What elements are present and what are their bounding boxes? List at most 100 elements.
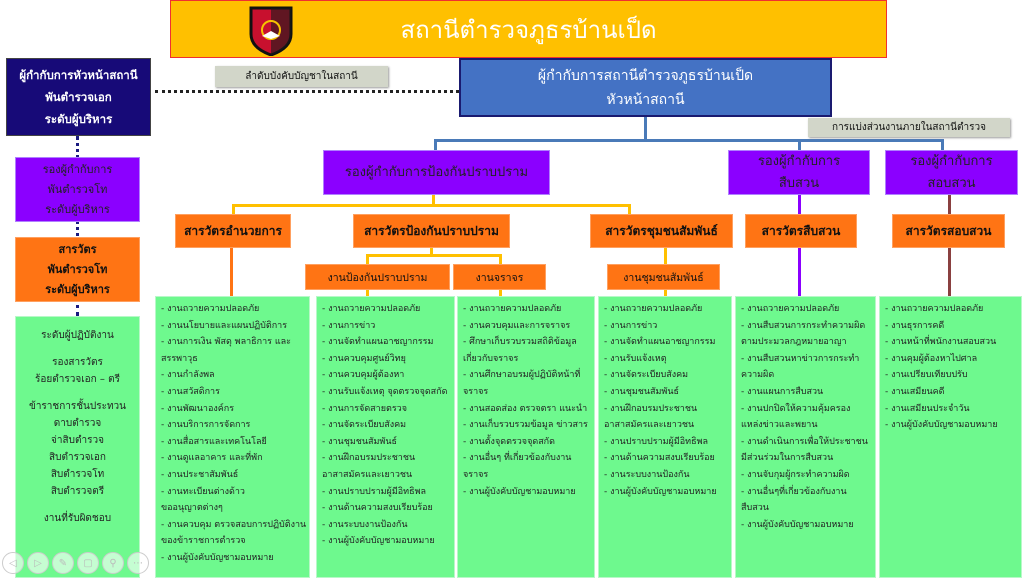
duty-item: - งานดำเนินการเพื่อให้ประชาชน [741, 436, 868, 447]
duty-item: - งานผู้บังคับบัญชามอบหมาย [885, 420, 998, 431]
chief-role: หัวหน้าสถานี [606, 91, 685, 108]
duty-item: - งานรับแจ้งเหตุ จุดตรวจจุดสกัด [322, 386, 448, 397]
unit-traffic-box: งานจราจร [453, 264, 546, 290]
duty-list-prevention: - งานถวายความปลอดภัย- งานการข่าว- งานจัด… [316, 296, 455, 578]
duty-item: - งานธุรการคดี [885, 320, 945, 331]
duty-item: - งานถวายความปลอดภัย [604, 304, 703, 314]
duty-item: - งานประชาสัมพันธ์ [161, 469, 239, 480]
duty-item: - งานหน้าที่พนักงานสอบสวน [885, 337, 997, 348]
duty-item: - งานสืบสวนการกระทำความผิด [741, 320, 866, 331]
legend-text: สิบตำรวจตรี [50, 486, 105, 497]
unit-title: งานชุมชนสัมพันธ์ [623, 271, 704, 284]
duty-item: มีส่วนร่วมในการสืบสวน [741, 453, 834, 464]
duty-item: - งานเก็บรวบรวมข้อมูล ข่าวสาร [463, 420, 588, 431]
inspector-title: สารวัตรชุมชนสัมพันธ์ [605, 223, 718, 238]
deputy-title: รองผู้กำกับการป้องกันปราบปราม [344, 164, 529, 180]
duty-item: - งานฝึกอบรมประชาชน [322, 453, 416, 464]
inspector-title: สารวัตรอำนวยการ [184, 223, 282, 238]
zoom-button[interactable]: ⚲ [102, 552, 124, 574]
legend-text [21, 344, 134, 354]
legend-text: ข้าราชการชั้นประทวน [28, 401, 127, 412]
duty-item: - งานอื่นๆ ที่เกี่ยวข้องกับงาน [463, 453, 572, 464]
legend-text: จ่าสิบตำรวจ [51, 435, 104, 446]
unit-prevention-box: งานป้องกันปราบปราม [305, 264, 450, 290]
duty-list-investigation: - งานถวายความปลอดภัย - งานสืบสวนการกระทำค… [735, 296, 876, 578]
duty-item: - งานชุมชนสัมพันธ์ [322, 436, 398, 447]
connector [232, 204, 630, 207]
duty-item: - งานการเงิน พัสดุ พลาธิการ และ [161, 337, 292, 348]
inspector-title: สารวัตรสืบสวน [761, 223, 841, 238]
legend-text: สิบตำรวจโท [50, 469, 105, 480]
duty-item: - งานระบบงานป้องกัน [322, 519, 408, 530]
legend-dotted-line [76, 136, 79, 316]
duty-item: - งานสอดส่อง ตรวจตรา แนะนำ [463, 403, 588, 414]
duty-item: - งานรับแจ้งเหตุ [604, 353, 667, 364]
duty-item: - งานถวายความปลอดภัย [322, 304, 421, 314]
connector [628, 204, 631, 214]
legend-text: ร้อยตำรวจเอก – ตรี [35, 374, 120, 385]
previous-slide-button[interactable]: ◁ [2, 552, 24, 574]
more-options-button[interactable]: ⋯ [127, 552, 149, 574]
legend-deputy: รองผู้กำกับการ พันตำรวจโท ระดับผู้บริหาร [15, 157, 140, 222]
duty-item: - งานปราบปรามผู้มีอิทธิพล [322, 486, 427, 497]
duty-list-community: - งานถวายความปลอดภัย- งานการข่าว- งานจัด… [598, 296, 732, 578]
duty-item: - งานพัฒนาองค์กร [161, 403, 235, 414]
duty-item: - งานควบคุมและการจราจร [463, 320, 571, 331]
deputy-inquiry-box: รองผู้กำกับการสอบสวน [885, 150, 1018, 195]
duty-item: - งานกำลังพล [161, 370, 215, 381]
duty-item: - งานจัดระเบียบสังคม [322, 420, 407, 431]
duty-item: - งานถวายความปลอดภัย [161, 304, 260, 314]
connector [232, 204, 235, 214]
duty-item: - งานสื่อสารและเทคโนโลยี [161, 436, 267, 447]
duty-item: - งานแผนการสืบสวน [741, 386, 824, 397]
pen-tool-button[interactable]: ✎ [52, 552, 74, 574]
duty-list-inquiry: - งานถวายความปลอดภัย - งานธุรการคดี - งานห… [879, 296, 1022, 578]
duty-item: - งานปกปิดให้ความคุ้มครอง [741, 403, 851, 414]
connector [230, 248, 233, 296]
connector [366, 254, 369, 264]
duty-item: - งานผู้บังคับบัญชามอบหมาย [604, 486, 717, 497]
division-label: การแบ่งส่วนงานภายในสถานีตำรวจ [808, 118, 1010, 137]
inspector-prevention-box: สารวัตรป้องกันปราบปราม [353, 214, 510, 248]
legend-text: ระดับผู้บริหาร [45, 202, 110, 216]
duty-item: - งานทะเบียนต่างด้าว [161, 486, 245, 497]
deputy-investigation-box: รองผู้กำกับการสืบสวน [728, 150, 870, 195]
deputy-prevention-box: รองผู้กำกับการป้องกันปราบปราม [323, 150, 550, 195]
legend-text: ระดับผู้ปฏิบัติงาน [41, 330, 114, 341]
deputy-title: สอบสวน [927, 175, 976, 191]
station-chief-box: ผู้กำกับการสถานีตำรวจภูธรบ้านเป็ด หัวหน้… [459, 58, 832, 117]
duty-item: - งานบริการการจัดการ [161, 420, 251, 431]
duty-item: - งานด้านความสงบเรียบร้อย [322, 503, 433, 514]
duty-list-admin: - งานถวายความปลอดภัย- งานนโยบายและแผนปฏิ… [155, 296, 310, 578]
legend-text: ระดับผู้บริหาร [44, 112, 113, 126]
duty-item: - ศึกษาเก็บรวบรวมสถิติข้อมูล [463, 337, 577, 348]
duty-item: - งานถวายความปลอดภัย [885, 304, 984, 314]
duty-item: - งานปราบปรามผู้มีอิทธิพล [604, 436, 709, 447]
duty-item: - งานผู้บังคับบัญชามอบหมาย [741, 519, 854, 530]
unit-title: งานป้องกันปราบปราม [327, 271, 428, 284]
police-badge-logo [248, 4, 294, 57]
legend-text: ผู้กำกับการหัวหน้าสถานี [19, 68, 138, 82]
duty-item: - งานคุมผู้ต้องหาไปศาล [885, 353, 978, 364]
deputy-title: สืบสวน [778, 175, 820, 191]
duty-item: - งานควบคุมศูนย์วิทยุ [322, 353, 406, 364]
legend-text: ดาบตำรวจ [53, 418, 102, 429]
connector [434, 139, 437, 151]
duty-item: - งานถวายความปลอดภัย [741, 304, 840, 314]
duty-item: แหล่งข่าวและพยาน [741, 420, 818, 431]
inspector-investigation-box: สารวัตรสืบสวน [745, 214, 857, 248]
connector [434, 139, 944, 142]
connector [366, 254, 502, 257]
duty-item: - งานตั้งจุดตรวจจุดสกัด [463, 436, 555, 447]
legend-text: พันตำรวจเอก [45, 90, 112, 104]
duty-item: - งานผู้บังคับบัญชามอบหมาย [161, 552, 274, 563]
chief-title: ผู้กำกับการสถานีตำรวจภูธรบ้านเป็ด [537, 67, 754, 84]
slides-overview-button[interactable]: ▢ [77, 552, 99, 574]
connector [798, 139, 801, 151]
duty-item: - งานเปรียบเทียบปรับ [885, 370, 968, 381]
next-slide-button[interactable]: ▷ [27, 552, 49, 574]
chain-dotted-line [155, 90, 459, 93]
duty-item: - งานศึกษาอบรมผู้ปฏิบัติหน้าที่ [463, 370, 581, 381]
duty-item: - งานเสมียนคดี [885, 386, 945, 397]
duty-list-traffic: - งานถวายความปลอดภัย- งานควบคุมและการจรา… [457, 296, 595, 578]
